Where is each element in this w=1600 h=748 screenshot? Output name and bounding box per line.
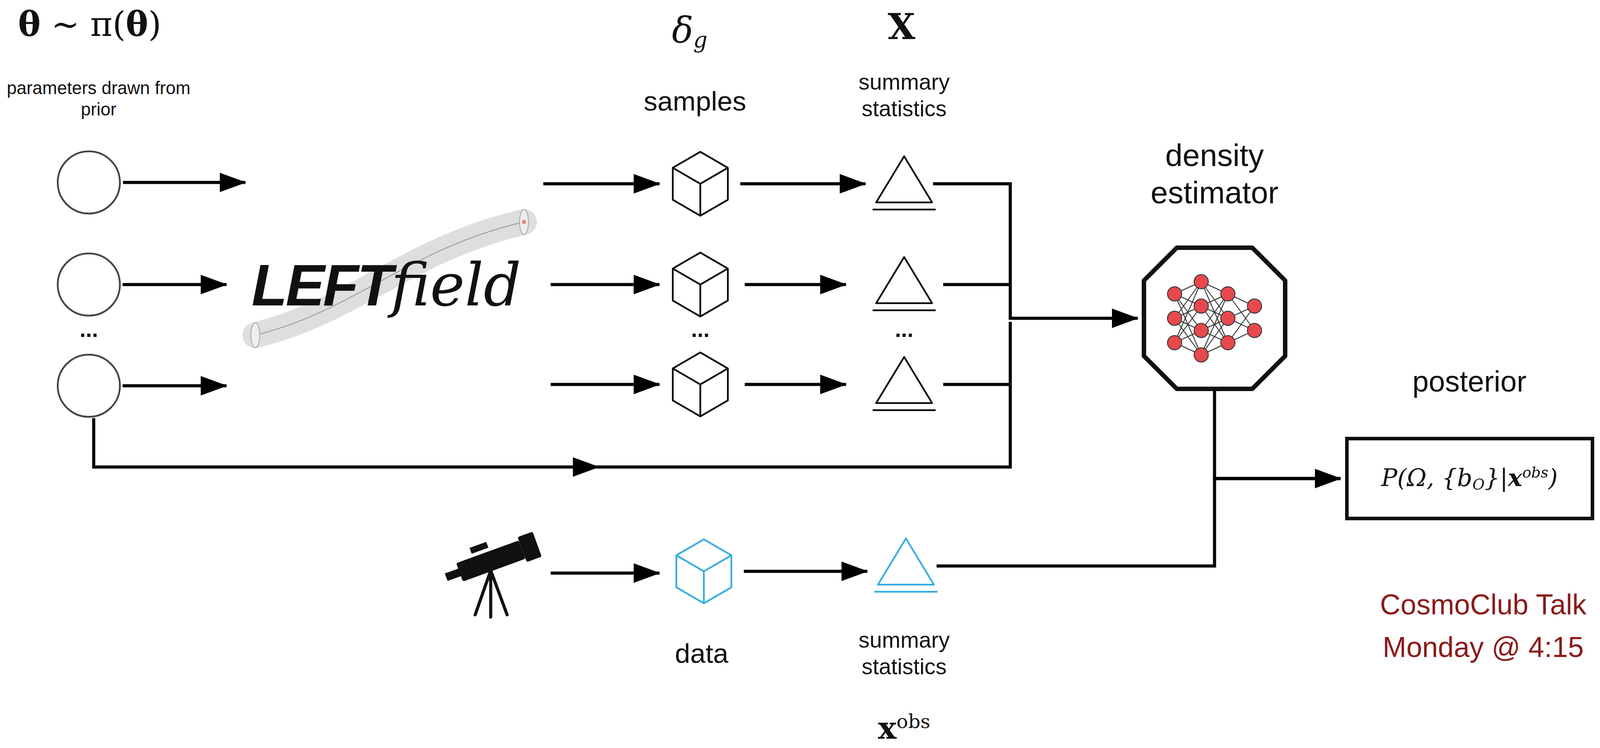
merge-line: [943, 283, 1012, 287]
posterior-heading: posterior: [1412, 364, 1527, 400]
statistics-node: Xsummary statistics: [833, 5, 976, 216]
posterior-node: posteriorP(Ω, {bO}|xobs): [1345, 364, 1595, 521]
tube-dot: [521, 219, 527, 225]
observed-statistics-node: summary statistics xobs: [833, 535, 976, 747]
prior-arrow: [122, 384, 227, 388]
summary-arrow: [744, 383, 846, 387]
tube-end: [250, 322, 260, 348]
simulator-name: LEFTfield: [251, 250, 522, 321]
samples-node: δg samples: [643, 8, 747, 220]
prior-formula: θ ∼ π(θ): [18, 3, 162, 45]
observed-symbol: xobs: [877, 709, 931, 747]
flow-arrow: [1214, 389, 1341, 479]
statistic-triangle: [872, 535, 940, 598]
statistic-symbol: X: [887, 5, 916, 49]
sample-cube: [668, 535, 740, 608]
statistics-heading: summary statistics: [833, 627, 976, 681]
telescope-tripod: [475, 570, 508, 618]
density-estimator-node: density estimator: [1125, 136, 1304, 392]
parameter-circle: [55, 251, 123, 318]
ellipsis: ...: [690, 316, 710, 343]
statistic-triangle: [870, 253, 938, 316]
samples-heading: samples: [643, 84, 747, 118]
prior-caption: parameters drawn from prior: [0, 77, 203, 120]
merge-line: [943, 383, 1012, 387]
statistics-heading: summary statistics: [833, 68, 976, 123]
parameter-circle: [55, 352, 123, 420]
data-arrow: [550, 571, 660, 576]
tube-end: [519, 209, 529, 235]
parameter-loop-line: [93, 418, 1012, 468]
parameter-circle: [55, 149, 123, 216]
estimator-heading: density estimator: [1125, 136, 1304, 212]
data-heading: data: [674, 637, 729, 671]
sample-cube: [664, 249, 736, 321]
sample-cube: [664, 349, 736, 421]
simulator-logo: LEFTfield: [251, 250, 522, 321]
statistic-triangle: [870, 152, 938, 215]
flow-arrow: [933, 183, 1138, 319]
flow-arrow: [740, 182, 866, 186]
loop-arrowhead: [572, 457, 600, 477]
network-octagon: [1141, 245, 1288, 392]
data-node: data: [668, 535, 740, 671]
posterior-formula: P(Ω, {bO}|xobs): [1381, 463, 1558, 495]
talk-note: CosmoClub Talk Monday @ 4:15: [1345, 583, 1600, 669]
field-symbol: δg: [671, 8, 708, 54]
simulator-arrow: [550, 383, 660, 387]
ellipsis: ...: [79, 316, 99, 343]
flow-arrow: [123, 181, 246, 185]
simulator-arrow: [550, 283, 660, 287]
statistic-triangle: [870, 353, 938, 416]
flow-arrow: [543, 182, 660, 186]
ellipsis: ...: [894, 316, 914, 343]
flow-arrow: [743, 570, 868, 574]
flow-arrow: [936, 478, 1341, 567]
prior-node: θ ∼ π(θ) parameters drawn from prior: [0, 3, 203, 216]
merge-line: [1008, 321, 1013, 469]
sample-cube: [664, 148, 736, 220]
prior-arrow: [122, 283, 227, 287]
summary-arrow: [744, 283, 846, 287]
